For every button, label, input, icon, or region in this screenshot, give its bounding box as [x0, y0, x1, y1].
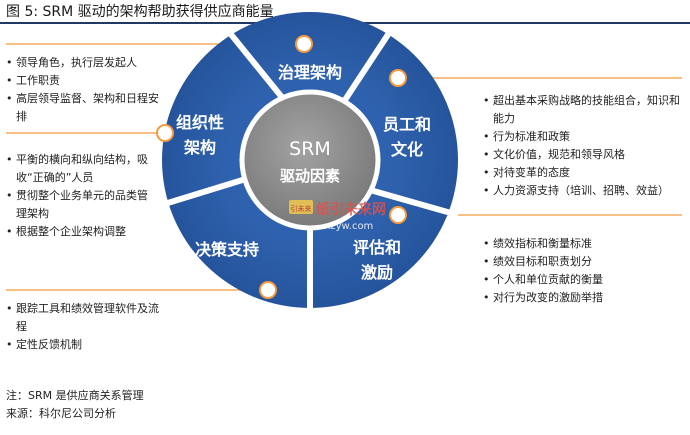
segment-decision-label: 决策支持	[195, 240, 259, 259]
segment-separators	[157, 25, 459, 312]
culture-list: 超出基本采购战略的技能组合，知识和能力 行为标准和政策 文化价值，规范和领导风格…	[483, 92, 683, 200]
governance-list: 领导角色，执行层发起人 工作职责 高层领导监督、架构和日程安排	[6, 54, 166, 126]
organization-list: 平衡的横向和纵向结构，吸收“正确的”人员 贯彻整个业务单元的品类管理架构 根据整…	[6, 151, 148, 241]
list-item: 绩效指标和衡量标准	[483, 235, 683, 253]
figure-notes: 注：SRM 是供应商关系管理 来源：科尔尼公司分析	[6, 387, 144, 423]
dot-decision	[259, 281, 277, 299]
note-line: 注：SRM 是供应商关系管理	[6, 389, 144, 402]
watermark-main-text: 纸引未来网	[316, 201, 386, 218]
watermark: 引未来 纸引未来网 nzyw.com	[289, 200, 386, 232]
list-item: 根据整个企业架构调整	[6, 223, 148, 241]
watermark-url: nzyw.com	[324, 221, 373, 232]
list-item: 跟踪工具和绩效管理软件及流程	[6, 300, 168, 336]
list-item: 对行为改变的激励举措	[483, 289, 683, 307]
segment-organization-label-1: 组织性	[176, 113, 224, 132]
dot-evaluation	[389, 206, 407, 224]
decision-list: 跟踪工具和绩效管理软件及流程 定性反馈机制	[6, 300, 168, 354]
center-label-bottom: 驱动因素	[280, 167, 340, 185]
list-item: 行为标准和政策	[483, 128, 683, 146]
dot-organization	[156, 124, 174, 142]
figure-title: 图 5: SRM 驱动的架构帮助获得供应商能量	[6, 4, 274, 20]
center-hub	[239, 89, 381, 231]
dot-governance	[295, 35, 313, 53]
list-item: 文化价值，规范和领导风格	[483, 146, 683, 164]
list-item: 个人和单位贡献的衡量	[483, 271, 683, 289]
watermark-logo	[289, 200, 313, 214]
list-item: 超出基本采购战略的技能组合，知识和能力	[483, 92, 683, 128]
evaluation-list: 绩效指标和衡量标准 绩效目标和职责划分 个人和单位贡献的衡量 对行为改变的激励举…	[483, 235, 683, 307]
segment-culture-label-2: 文化	[391, 140, 423, 159]
list-item: 定性反馈机制	[6, 336, 168, 354]
list-item: 贯彻整个业务单元的品类管理架构	[6, 187, 148, 223]
list-item: 绩效目标和职责划分	[483, 253, 683, 271]
center-label-top: SRM	[289, 138, 331, 160]
watermark-badge: 引未来	[291, 204, 312, 213]
list-item: 工作职责	[6, 72, 166, 90]
segment-organization-label-2: 架构	[183, 138, 216, 157]
source-line: 来源：科尔尼公司分析	[6, 407, 116, 420]
list-item: 领导角色，执行层发起人	[6, 54, 166, 72]
segment-evaluation-label-2: 激励	[361, 263, 393, 282]
segment-evaluation-label-1: 评估和	[353, 238, 401, 257]
list-item: 对待变革的态度	[483, 164, 683, 182]
dot-culture	[389, 69, 407, 87]
segment-governance-label: 治理架构	[278, 63, 342, 82]
list-item: 人力资源支持（培训、招聘、效益）	[483, 182, 683, 200]
list-item: 平衡的横向和纵向结构，吸收“正确的”人员	[6, 151, 148, 187]
list-item: 高层领导监督、架构和日程安排	[6, 90, 166, 126]
segment-culture-label-1: 员工和	[383, 115, 431, 134]
